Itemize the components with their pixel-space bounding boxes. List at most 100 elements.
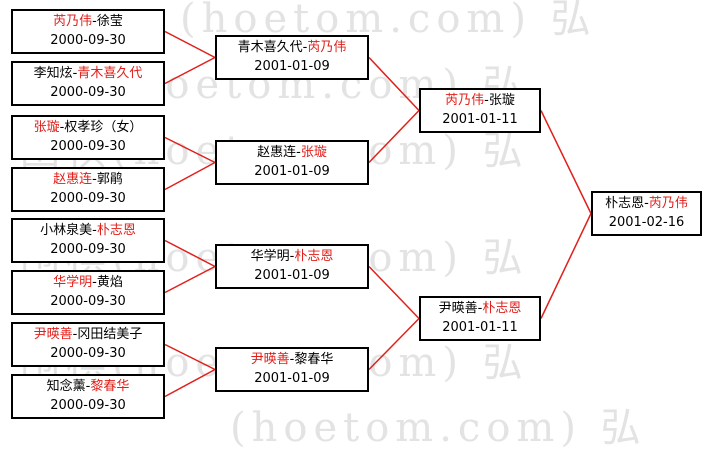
match-box-round-1-5: 小林泉美-朴志恩 2000-09-30 [11,218,165,263]
separator: - [92,275,97,290]
connector-line [164,161,216,191]
connector-line [164,239,216,268]
match-date: 2000-09-30 [50,139,126,154]
player-2: 朴志恩 [96,223,136,238]
player-2: 权孝珍（女） [64,120,143,135]
match-date: 2000-09-30 [50,85,126,100]
match-date: 2001-01-09 [254,164,330,179]
match-box-round-2-3: 华学明-朴志恩 2001-01-09 [215,244,369,289]
match-players: 朴志恩-芮乃伟 [593,194,700,213]
player-1: 朴志恩 [605,196,645,211]
separator: - [477,301,483,316]
player-2: 芮乃伟 [307,40,347,55]
match-players: 华学明-朴志恩 [217,247,367,266]
match-date: 2001-01-09 [254,371,330,386]
player-2: 黎春华 [294,352,334,367]
separator: - [289,352,295,367]
match-date: 2001-02-16 [608,215,685,230]
separator: - [59,120,65,135]
connector-line [164,368,216,398]
match-date: 2000-09-30 [50,294,126,309]
match-box-final-1: 朴志恩-芮乃伟 2001-02-16 [591,191,702,236]
player-2: 黎春华 [90,379,130,394]
match-box-round-1-2: 李知炫-青木喜久代 2000-09-30 [11,61,165,106]
player-1: 华学明 [53,275,93,290]
match-players: 小林泉美-朴志恩 [13,221,163,240]
connector-line [368,56,420,112]
player-1: 李知炫 [33,66,73,81]
match-box-round-1-1: 芮乃伟-徐莹 2000-09-30 [11,9,165,54]
separator: - [92,223,97,238]
match-box-round-2-1: 青木喜久代-芮乃伟 2001-01-09 [215,35,369,80]
match-players: 张璇-权孝珍（女） [13,118,163,137]
player-2: 郭鹃 [96,172,123,187]
player-1: 张璇 [33,120,60,135]
separator: - [296,145,301,160]
player-1: 赵惠连 [53,172,93,187]
separator: - [92,172,97,187]
connector-line [368,109,420,164]
player-2: 芮乃伟 [648,196,688,211]
player-2: 朴志恩 [482,301,522,316]
player-1: 芮乃伟 [53,14,93,29]
player-2: 张璇 [300,145,327,160]
match-box-round-2-2: 赵惠连-张璇 2001-01-09 [215,140,369,185]
match-date: 2000-09-30 [50,346,126,361]
player-2: 张璇 [488,93,515,108]
separator: - [302,40,308,55]
connector-line [540,110,592,214]
player-1: 芮乃伟 [445,93,485,108]
player-1: 尹暎善 [33,327,73,342]
match-box-round-1-4: 赵惠连-郭鹃 2000-09-30 [11,167,165,212]
connector-line [164,265,216,294]
match-players: 尹暎善-黎春华 [217,350,367,369]
match-box-round-1-8: 知念薰-黎春华 2000-09-30 [11,374,165,419]
match-date: 2000-09-30 [50,191,126,206]
match-players: 赵惠连-张璇 [217,143,367,162]
match-players: 华学明-黄焰 [13,273,163,292]
player-1: 赵惠连 [257,145,297,160]
match-players: 李知炫-青木喜久代 [13,64,163,83]
connector-line [164,56,216,85]
match-box-round-2-4: 尹暎善-黎春华 2001-01-09 [215,347,369,392]
separator: - [644,196,649,211]
match-date: 2001-01-09 [254,59,330,74]
separator: - [484,93,489,108]
match-box-round-1-3: 张璇-权孝珍（女） 2000-09-30 [11,115,165,160]
player-2: 黄焰 [96,275,123,290]
match-players: 青木喜久代-芮乃伟 [217,38,367,57]
separator: - [72,66,78,81]
match-players: 尹暎善-冈田结美子 [13,325,163,344]
match-date: 2001-01-11 [442,320,518,335]
match-box-round-1-6: 华学明-黄焰 2000-09-30 [11,270,165,315]
player-1: 青木喜久代 [237,40,303,55]
connector-line [368,317,420,371]
match-players: 芮乃伟-张璇 [421,91,539,110]
player-1: 尹暎善 [250,352,290,367]
connector-line [368,265,420,320]
separator: - [72,327,78,342]
connector-line [164,30,216,59]
player-2: 朴志恩 [294,249,334,264]
match-box-round-1-7: 尹暎善-冈田结美子 2000-09-30 [11,322,165,367]
player-2: 徐莹 [96,14,123,29]
separator: - [92,14,97,29]
match-players: 芮乃伟-徐莹 [13,12,163,31]
match-date: 2001-01-09 [254,268,330,283]
connector-line [540,213,592,319]
player-1: 小林泉美 [40,223,93,238]
player-1: 知念薰 [46,379,86,394]
match-box-round-3-2: 尹暎善-朴志恩 2001-01-11 [419,296,541,341]
player-1: 尹暎善 [438,301,478,316]
player-2: 青木喜久代 [77,66,143,81]
player-1: 华学明 [250,249,290,264]
connector-line [164,343,216,371]
connector-line [164,136,216,164]
match-date: 2000-09-30 [50,242,126,257]
bracket-lines [164,30,592,398]
match-date: 2000-09-30 [50,398,126,413]
match-date: 2000-09-30 [50,33,126,48]
match-players: 知念薰-黎春华 [13,377,163,396]
match-players: 赵惠连-郭鹃 [13,170,163,189]
match-date: 2001-01-11 [442,112,518,127]
